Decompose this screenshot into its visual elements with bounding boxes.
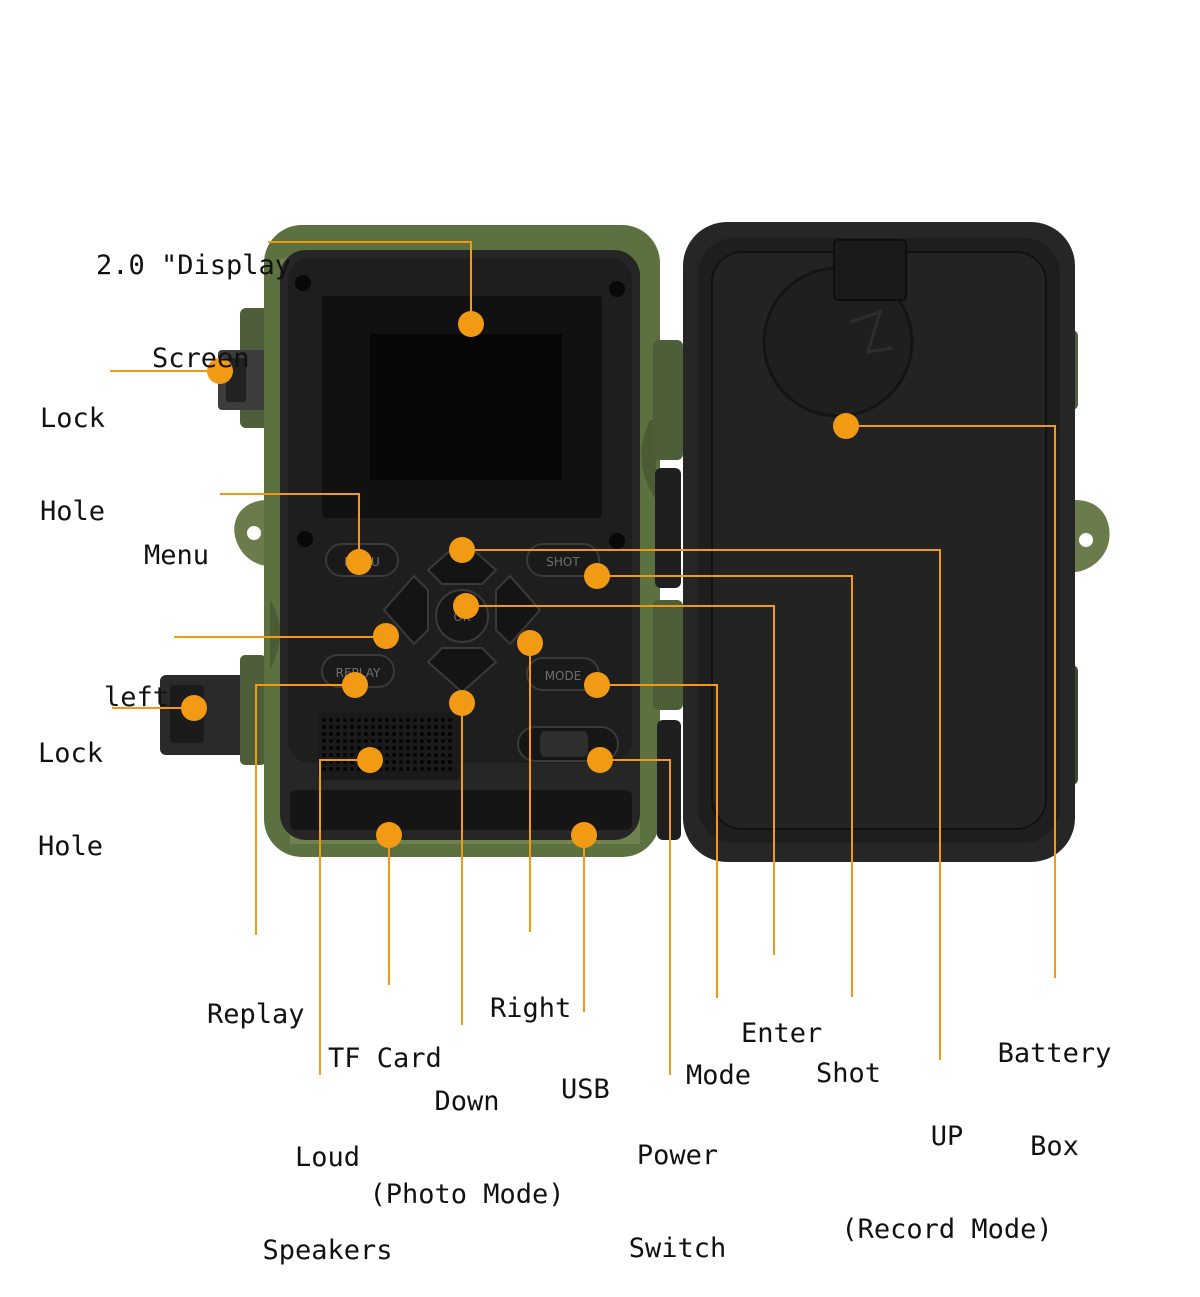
callout-dots (181, 311, 859, 848)
label-usb: USB (561, 1074, 610, 1105)
tf-card-dot (376, 822, 402, 848)
usb-dot (571, 822, 597, 848)
right-dot (517, 630, 543, 656)
enter-dot (453, 593, 479, 619)
speaker-grille (318, 712, 460, 780)
label-power-switch: Power Switch (628, 1140, 727, 1264)
lock-hole-bottom-dot (181, 695, 207, 721)
replay-dot (342, 672, 368, 698)
down-dot (449, 690, 475, 716)
label-loud-speakers: Loud Speakers (262, 1142, 393, 1266)
label-mode: Mode (686, 1060, 752, 1091)
label-lock-hole-top: Lock Hole (40, 403, 106, 527)
label-right: Right (490, 993, 572, 1024)
label-tf-card: TF Card (328, 1043, 442, 1074)
hinge (653, 340, 683, 840)
camera-illustration: MENU SHOT REPLAY MODE OK (110, 222, 1110, 1075)
shot-dot (584, 563, 610, 589)
up-dot (449, 537, 475, 563)
power-switch-dot (587, 747, 613, 773)
diagram-stage: MENU SHOT REPLAY MODE OK (38, 222, 1112, 1266)
mode-dot (584, 672, 610, 698)
battery-box-dot (833, 413, 859, 439)
label-enter: Enter (741, 1018, 823, 1049)
label-left: left (104, 682, 170, 713)
display-screen-dot (458, 311, 484, 337)
label-menu: Menu (144, 540, 210, 571)
menu-dot (346, 549, 372, 575)
label-battery-box: Battery Box (997, 1038, 1112, 1162)
left-dot (373, 623, 399, 649)
lock-hole-top-dot (207, 358, 233, 384)
label-shot: Shot (816, 1058, 882, 1089)
label-display-screen: 2.0 "Display Screen (96, 250, 292, 374)
callout-lines (110, 241, 1056, 1075)
loud-speakers-dot (357, 747, 383, 773)
label-lock-hole-bottom: Lock Hole (38, 738, 104, 862)
bottom-latch (160, 655, 266, 765)
svg-text:MODE: MODE (545, 669, 582, 683)
shot-button[interactable]: SHOT (526, 543, 600, 577)
svg-text:SHOT: SHOT (546, 555, 580, 569)
label-replay: Replay (207, 999, 305, 1030)
right-mount-tab (1075, 500, 1110, 572)
